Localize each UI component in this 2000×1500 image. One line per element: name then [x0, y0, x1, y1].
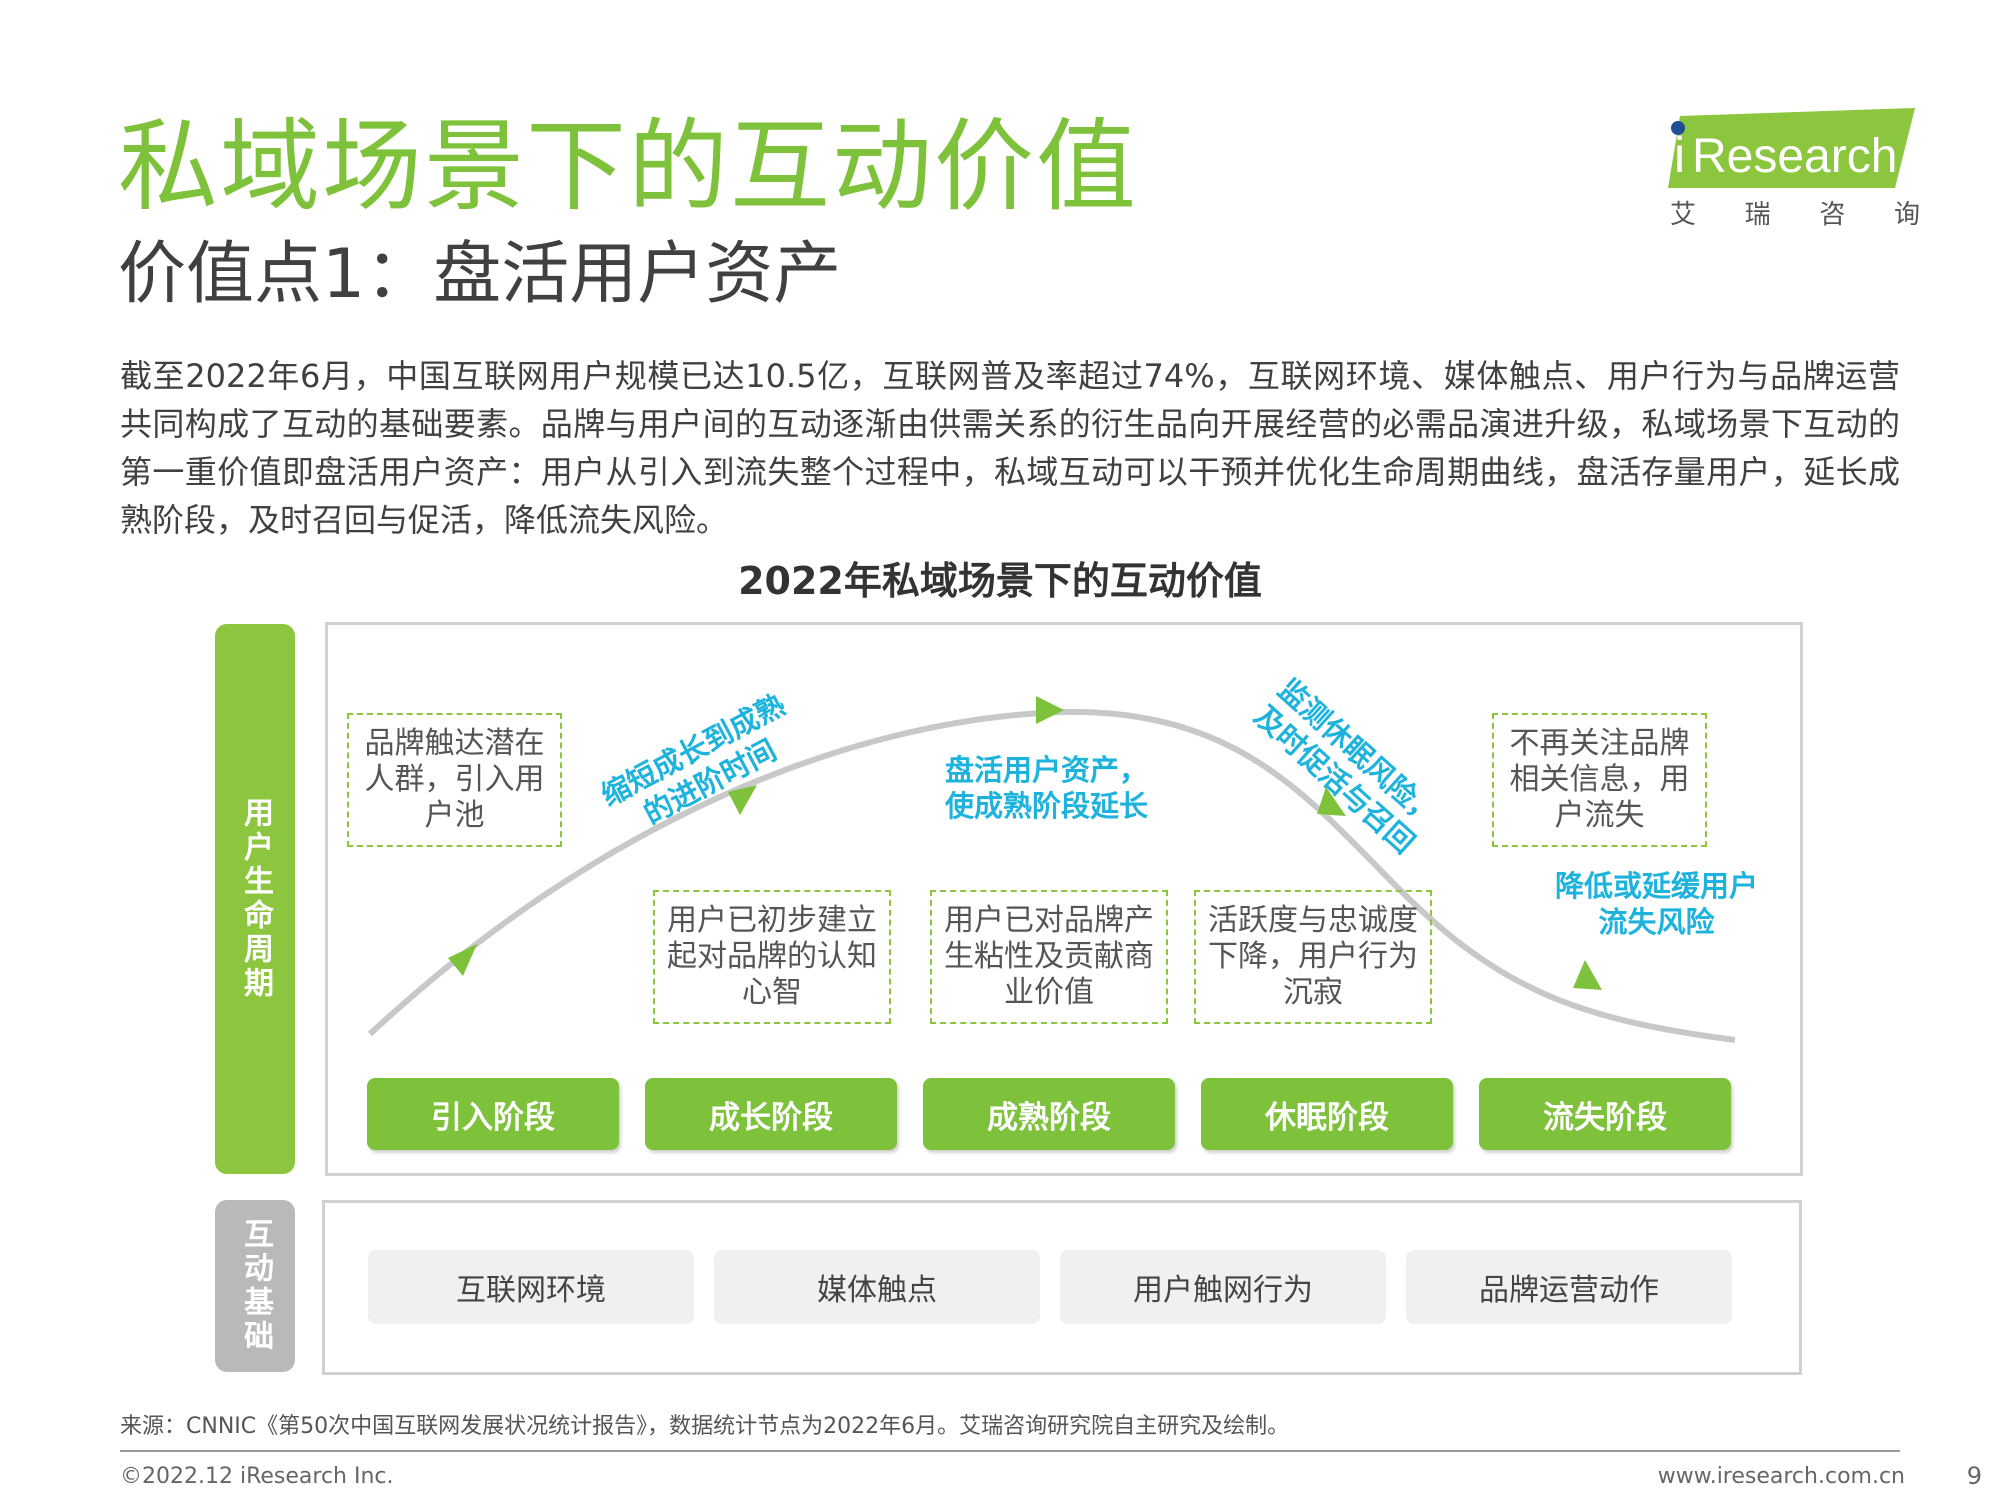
logo-cn-char: 询 — [1893, 200, 1920, 230]
page-title: 私域场景下的互动价值 — [118, 108, 1138, 225]
source-note: 来源：CNNIC《第50次中国互联网发展状况统计报告》，数据统计节点为2022年… — [120, 1414, 1290, 1439]
logo-chinese-name: 艾 瑞 咨 询 — [1670, 194, 1920, 231]
logo-badge-icon: i Research — [1668, 108, 1915, 188]
lifecycle-band: 用户生命周期 — [215, 624, 295, 1174]
logo-cn-char: 瑞 — [1744, 200, 1771, 230]
stage-dormant: 休眠阶段 — [1201, 1078, 1453, 1150]
stage-growth: 成长阶段 — [645, 1078, 897, 1150]
page-number: 9 — [1966, 1462, 1982, 1490]
footer-divider — [120, 1450, 1900, 1452]
note-mature: 用户已对品牌产生粘性及贡献商业价值 — [930, 890, 1168, 1024]
logo-cn-char: 艾 — [1670, 200, 1697, 230]
logo-cn-char: 咨 — [1819, 200, 1846, 230]
stage-churn: 流失阶段 — [1479, 1078, 1731, 1150]
foundation-frame — [322, 1200, 1802, 1375]
annotation-mature-line1: 盘活用户资产， — [945, 753, 1149, 787]
note-churn: 不再关注品牌相关信息，用户流失 — [1492, 713, 1707, 847]
foundation-internet-environment: 互联网环境 — [368, 1250, 694, 1324]
stage-intro: 引入阶段 — [367, 1078, 619, 1150]
diagram-title: 2022年私域场景下的互动价值 — [738, 559, 1262, 603]
intro-paragraph: 截至2022年6月，中国互联网用户规模已达10.5亿，互联网普及率超过74%，互… — [120, 357, 1900, 539]
annotation-mature: 盘活用户资产， 使成熟阶段延长 — [945, 752, 1148, 824]
annotation-churn-line1: 降低或延缓用户 — [1555, 869, 1759, 903]
note-growth: 用户已初步建立起对品牌的认知心智 — [653, 890, 891, 1024]
foundation-brand-operations: 品牌运营动作 — [1406, 1250, 1732, 1324]
logo-brand: Research — [1692, 130, 1897, 183]
foundation-user-behavior: 用户触网行为 — [1060, 1250, 1386, 1324]
lifecycle-frame — [325, 622, 1803, 1176]
page-subtitle: 价值点1：盘活用户资产 — [118, 235, 842, 314]
website-link[interactable]: www.iresearch.com.cn — [1657, 1464, 1905, 1489]
stage-mature: 成熟阶段 — [923, 1078, 1175, 1150]
note-dormant: 活跃度与忠诚度下降，用户行为沉寂 — [1194, 890, 1432, 1024]
iresearch-logo: i Research 艾 瑞 咨 询 — [1660, 106, 1920, 236]
annotation-mature-line2: 使成熟阶段延长 — [945, 789, 1149, 823]
annotation-churn: 降低或延缓用户 流失风险 — [1555, 868, 1758, 940]
foundation-band: 互动基础 — [215, 1200, 295, 1372]
copyright: ©2022.12 iResearch Inc. — [120, 1464, 394, 1489]
foundation-media-touchpoints: 媒体触点 — [714, 1250, 1040, 1324]
logo-prefix: i — [1674, 127, 1685, 183]
note-intro: 品牌触达潜在人群，引入用户池 — [347, 713, 562, 847]
annotation-churn-line2: 流失风险 — [1598, 905, 1715, 939]
